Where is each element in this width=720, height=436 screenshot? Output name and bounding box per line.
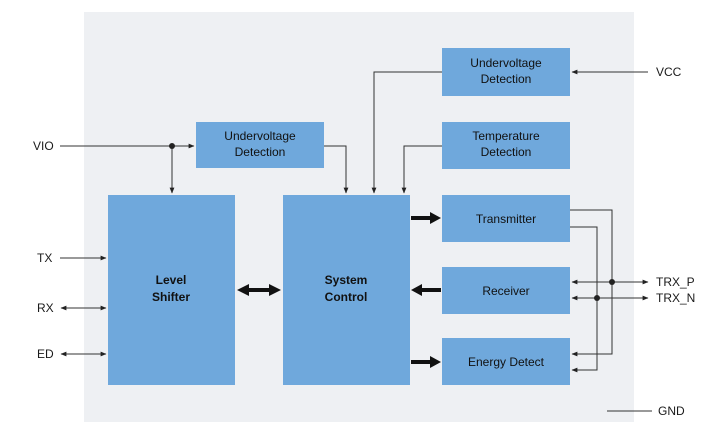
receiver-label: Receiver (482, 284, 529, 298)
temperature-block: Temperature Detection (442, 122, 570, 169)
receiver-block: Receiver (442, 267, 570, 314)
pin-label-ed: ED (37, 347, 54, 361)
shifter-control-left-arrowhead (237, 284, 249, 296)
temp-to-control-wire (401, 145, 442, 194)
uv-vcc-line2: Detection (481, 72, 532, 86)
system-control-block: System Control (283, 195, 410, 385)
energy-detect-label: Energy Detect (468, 355, 545, 369)
pin-label-trx-n: TRX_N (656, 291, 695, 305)
uv-vio-line1: Undervoltage (224, 129, 296, 143)
receiver-to-control-arrowhead (411, 284, 422, 296)
pin-label-trx-p: TRX_P (656, 275, 695, 289)
level-shifter-line1: Level (156, 273, 187, 287)
pin-label-gnd: GND (658, 404, 685, 418)
level-shifter-line2: Shifter (152, 290, 190, 304)
pin-label-vcc: VCC (656, 65, 682, 79)
pin-label-tx: TX (37, 251, 52, 265)
control-to-energy-detect-arrowhead (430, 356, 441, 368)
uv-vcc-line1: Undervoltage (470, 56, 542, 70)
trx-p-junction-dot (609, 279, 615, 285)
uv-vcc-to-control-wire (371, 71, 442, 194)
temperature-line2: Detection (481, 145, 532, 159)
vio-junction-dot (169, 143, 175, 149)
trx-n-junction-dot (594, 295, 600, 301)
uv-vio-line2: Detection (235, 145, 286, 159)
level-shifter-block: Level Shifter (108, 195, 235, 385)
uv-vio-block: Undervoltage Detection (196, 122, 324, 168)
shifter-control-right-arrowhead (269, 284, 281, 296)
pin-label-rx: RX (37, 301, 54, 315)
transmitter-label: Transmitter (476, 212, 536, 226)
control-to-transmitter-arrowhead (430, 212, 441, 224)
system-control-line2: Control (325, 290, 368, 304)
transmitter-block: Transmitter (442, 195, 570, 242)
temperature-line1: Temperature (472, 129, 540, 143)
pin-label-vio: VIO (33, 139, 54, 153)
uv-vcc-block: Undervoltage Detection (442, 48, 570, 96)
energy-detect-block: Energy Detect (442, 338, 570, 385)
system-control-line1: System (325, 273, 368, 287)
uv-vio-to-control-wire (324, 145, 349, 194)
